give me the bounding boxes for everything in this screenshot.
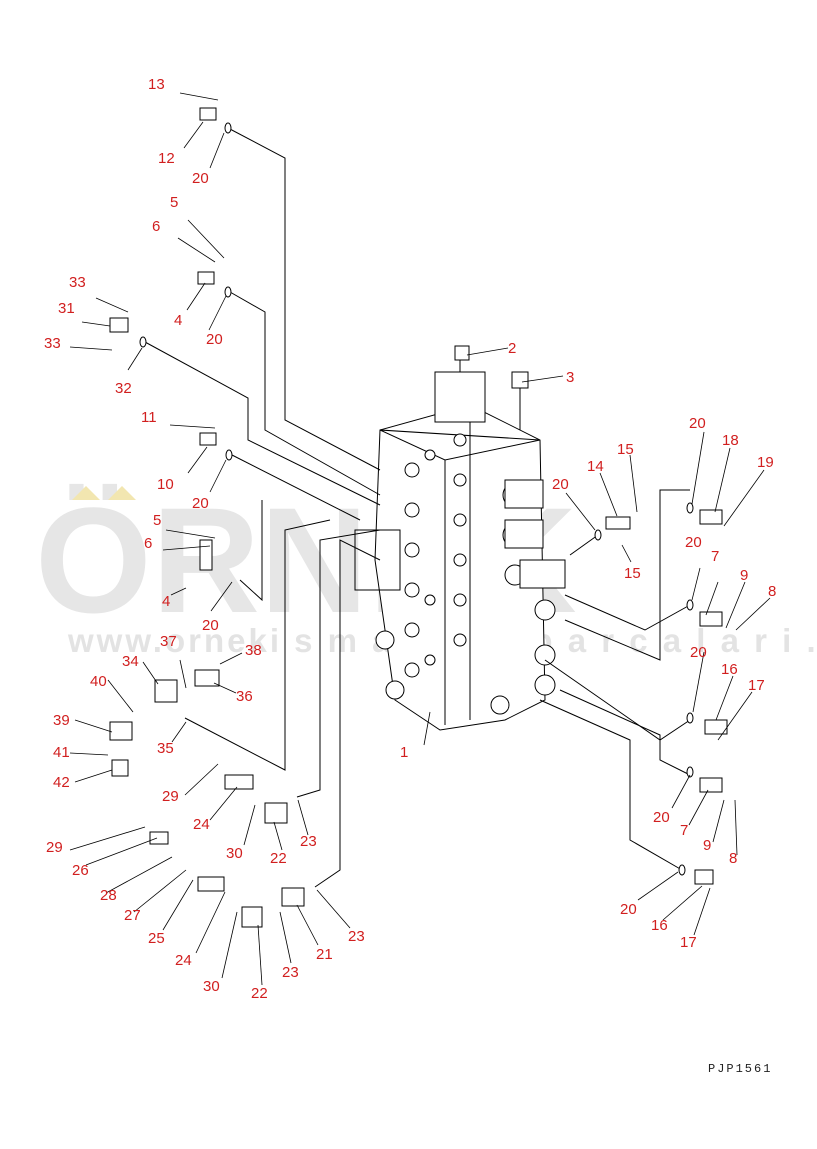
label-35: 35 <box>157 740 174 757</box>
label-32: 32 <box>115 380 132 397</box>
label-20: 20 <box>192 495 209 512</box>
label-38: 38 <box>245 642 262 659</box>
label-27: 27 <box>124 907 141 924</box>
label-42: 42 <box>53 774 70 791</box>
label-8: 8 <box>729 850 737 867</box>
label-39: 39 <box>53 712 70 729</box>
label-18: 18 <box>722 432 739 449</box>
label-2: 2 <box>508 340 516 357</box>
label-17: 17 <box>748 677 765 694</box>
label-4: 4 <box>162 593 170 610</box>
label-20: 20 <box>552 476 569 493</box>
label-23: 23 <box>300 833 317 850</box>
label-23: 23 <box>282 964 299 981</box>
label-24: 24 <box>193 816 210 833</box>
label-7: 7 <box>711 548 719 565</box>
label-20: 20 <box>206 331 223 348</box>
label-9: 9 <box>703 837 711 854</box>
label-20: 20 <box>685 534 702 551</box>
label-20: 20 <box>690 644 707 661</box>
callout-leaders <box>69 92 771 986</box>
label-10: 10 <box>157 476 174 493</box>
label-20: 20 <box>620 901 637 918</box>
label-31: 31 <box>58 300 75 317</box>
label-33: 33 <box>69 274 86 291</box>
label-9: 9 <box>740 567 748 584</box>
label-40: 40 <box>90 673 107 690</box>
label-20: 20 <box>689 415 706 432</box>
part-labels: 13 12 20 5 6 4 20 33 31 33 32 2 3 11 10 … <box>44 76 776 1002</box>
label-22: 22 <box>251 985 268 1002</box>
label-25: 25 <box>148 930 165 947</box>
label-5: 5 <box>153 512 161 529</box>
label-28: 28 <box>100 887 117 904</box>
label-26: 26 <box>72 862 89 879</box>
label-21: 21 <box>316 946 333 963</box>
label-20: 20 <box>192 170 209 187</box>
label-20: 20 <box>653 809 670 826</box>
label-15: 15 <box>617 441 634 458</box>
label-33: 33 <box>44 335 61 352</box>
label-6: 6 <box>152 218 160 235</box>
label-23: 23 <box>348 928 365 945</box>
label-30: 30 <box>203 978 220 995</box>
label-29: 29 <box>46 839 63 856</box>
label-13: 13 <box>148 76 165 93</box>
label-22: 22 <box>270 850 287 867</box>
label-7: 7 <box>680 822 688 839</box>
label-24: 24 <box>175 952 192 969</box>
label-1: 1 <box>400 744 408 761</box>
label-30: 30 <box>226 845 243 862</box>
label-36: 36 <box>236 688 253 705</box>
label-6: 6 <box>144 535 152 552</box>
control-valve-body <box>354 371 566 731</box>
label-29: 29 <box>162 788 179 805</box>
label-17: 17 <box>680 934 697 951</box>
watermark-dot-icon <box>72 486 100 500</box>
label-15: 15 <box>624 565 641 582</box>
label-4: 4 <box>174 312 182 329</box>
label-3: 3 <box>566 369 574 386</box>
label-20: 20 <box>202 617 219 634</box>
label-8: 8 <box>768 583 776 600</box>
label-11: 11 <box>141 409 157 426</box>
label-41: 41 <box>53 744 70 761</box>
label-34: 34 <box>122 653 139 670</box>
label-19: 19 <box>757 454 774 471</box>
label-16: 16 <box>651 917 668 934</box>
watermark-dot-icon <box>108 486 136 500</box>
label-12: 12 <box>158 150 175 167</box>
label-5: 5 <box>170 194 178 211</box>
fittings <box>109 107 728 928</box>
label-16: 16 <box>721 661 738 678</box>
label-14: 14 <box>587 458 604 475</box>
label-37: 37 <box>160 633 177 650</box>
drawing-code: PJP1561 <box>708 1062 772 1076</box>
